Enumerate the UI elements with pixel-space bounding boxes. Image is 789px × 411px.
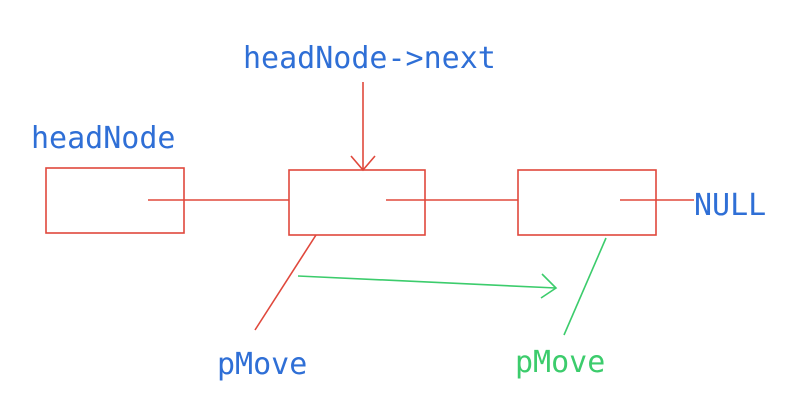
pmove-new-pointer-line <box>563 237 607 336</box>
third-node-box <box>517 169 657 236</box>
move-arrow-head <box>540 273 558 299</box>
label-pmove-new: pMove <box>515 345 605 380</box>
label-pmove-old: pMove <box>217 347 307 382</box>
second-node-box <box>288 169 426 236</box>
label-head-node-next: headNode->next <box>243 41 496 76</box>
pmove-old-pointer-line <box>254 234 317 331</box>
next-pointer-arrowhead <box>350 155 376 172</box>
label-head-node: headNode <box>31 121 176 156</box>
move-arrow-shaft <box>297 275 557 289</box>
label-null: NULL <box>694 188 766 223</box>
